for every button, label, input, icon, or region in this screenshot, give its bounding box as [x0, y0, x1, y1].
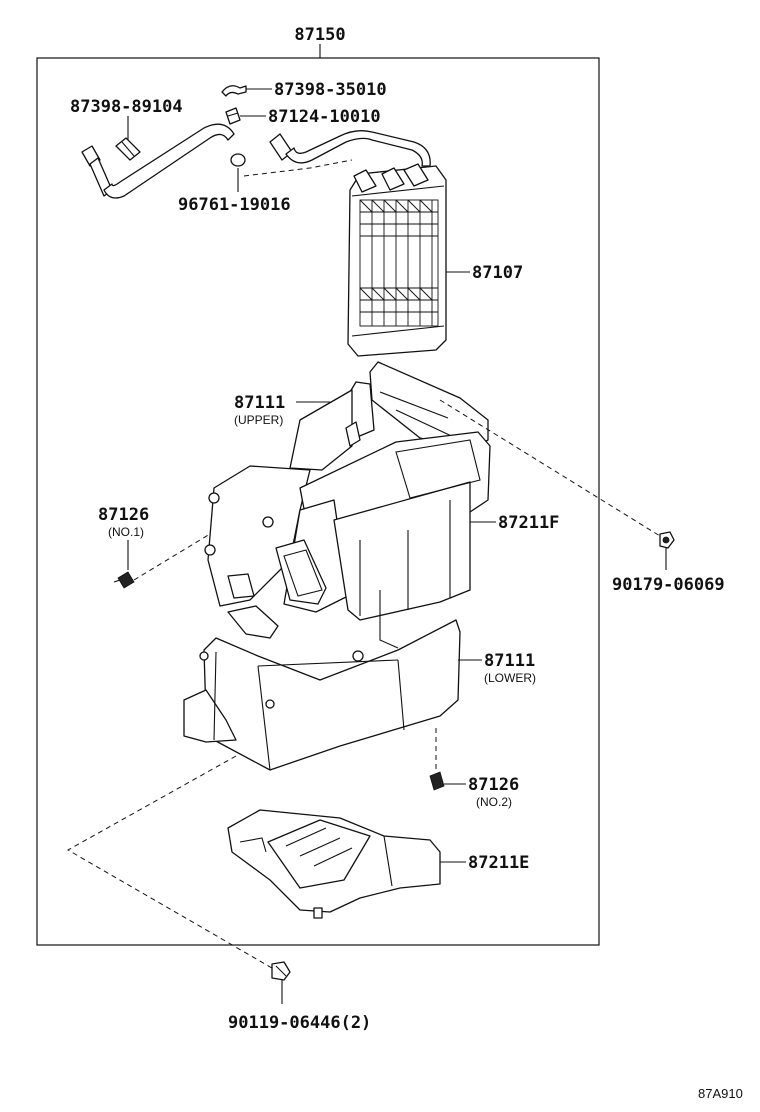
case-lower-sub: (LOWER) [484, 671, 536, 685]
heater-core-label[interactable]: 87107 [472, 263, 523, 283]
hose-right-part[interactable] [269, 130, 431, 167]
damper-no1-sub: (NO.1) [108, 525, 144, 539]
damper-no2-part[interactable] [429, 771, 445, 791]
o-ring-part[interactable] [230, 153, 246, 167]
o-ring-label[interactable]: 96761-19016 [178, 195, 291, 215]
case-lower-label[interactable]: 87111 [484, 651, 535, 671]
screw-label[interactable]: 90119-06446(2) [228, 1013, 371, 1033]
nut-part[interactable] [659, 531, 675, 549]
clamp-label[interactable]: 87124-10010 [268, 107, 381, 127]
case-upper-part[interactable] [289, 361, 489, 471]
damper-no2-label[interactable]: 87126 [468, 775, 519, 795]
hose-clip-part[interactable] [221, 85, 247, 97]
nut-label[interactable]: 90179-06069 [612, 575, 725, 595]
case-f-part[interactable] [204, 431, 491, 639]
damper-no1-label[interactable]: 87126 [98, 505, 149, 525]
damper-no2-sub: (NO.2) [476, 795, 512, 809]
case-e-part[interactable] [227, 809, 441, 919]
hose-left-part[interactable] [81, 123, 235, 199]
case-f-label[interactable]: 87211F [498, 513, 559, 533]
case-e-label[interactable]: 87211E [468, 853, 529, 873]
hose-clip-label[interactable]: 87398-35010 [274, 80, 387, 100]
clamp-part[interactable] [225, 107, 241, 125]
case-upper-label[interactable]: 87111 [234, 393, 285, 413]
case-lower-part[interactable] [183, 590, 461, 771]
heater-core-part[interactable] [347, 163, 447, 357]
assembly-frame [36, 57, 600, 946]
assembly-part-number[interactable]: 87150 [294, 25, 345, 45]
damper-no1-part[interactable] [113, 571, 135, 589]
figure-reference: 87A910 [698, 1086, 743, 1101]
case-upper-sub: (UPPER) [234, 413, 283, 427]
hose-left-label[interactable]: 87398-89104 [70, 97, 183, 117]
screw-part[interactable] [271, 961, 291, 981]
